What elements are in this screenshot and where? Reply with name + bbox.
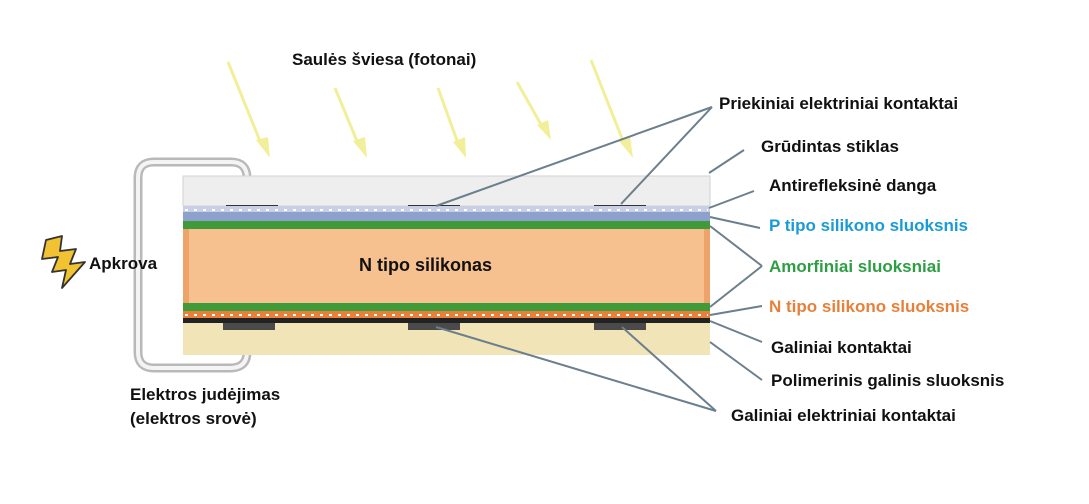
p-type-layer-label: P tipo silikono sluoksnis bbox=[769, 216, 969, 235]
n-type-silicon-layer bbox=[183, 229, 710, 303]
n-silicon-edge bbox=[704, 229, 710, 303]
sun-ray-arrow-icon bbox=[515, 81, 551, 140]
leader-antireflective bbox=[708, 190, 755, 209]
leader-polymer bbox=[709, 341, 763, 381]
leader-lines bbox=[435, 106, 763, 412]
leader-amorphous bbox=[709, 265, 763, 308]
leader-back-contacts bbox=[709, 320, 763, 343]
p-type-layer bbox=[183, 212, 710, 221]
back-electric-contact bbox=[408, 323, 460, 330]
n-type-layer-label: N tipo silikono sluoksnis bbox=[769, 297, 970, 316]
load-label: Apkrova bbox=[89, 254, 158, 273]
back-electric-contact bbox=[594, 323, 646, 330]
back-contacts-label: Galiniai kontaktai bbox=[771, 338, 912, 357]
tempered-glass-label: Grūdintas stiklas bbox=[761, 137, 899, 156]
leader-amorphous bbox=[709, 225, 763, 267]
sun-ray-arrow-icon bbox=[333, 87, 367, 158]
back-electric-contacts-label: Galiniai elektriniai kontaktai bbox=[731, 406, 956, 425]
amorphous-layer-top bbox=[183, 221, 710, 229]
sunlight-label: Saulės šviesa (fotonai) bbox=[292, 50, 477, 69]
leader-back-electric-contacts bbox=[621, 326, 717, 412]
sunlight-arrows bbox=[226, 59, 633, 158]
antireflective-label: Antirefleksinė danga bbox=[769, 176, 937, 195]
tempered-glass-layer bbox=[182, 175, 711, 207]
sun-ray-arrow-icon bbox=[226, 61, 270, 158]
sun-ray-arrow-icon bbox=[589, 59, 633, 158]
leader-front-contacts bbox=[435, 106, 713, 207]
front-contacts-label: Priekiniai elektriniai kontaktai bbox=[719, 94, 959, 113]
current-label-line1: Elektros judėjimas bbox=[130, 385, 281, 404]
n-type-silicon-label: N tipo silikonas bbox=[359, 255, 493, 275]
leader-back-electric-contacts bbox=[435, 326, 717, 412]
n-silicon-edge bbox=[183, 229, 189, 303]
sun-ray-arrow-icon bbox=[436, 87, 466, 158]
current-label-line2: (elektros srovė) bbox=[130, 409, 257, 428]
amorphous-layer-bottom bbox=[183, 303, 710, 311]
back-contact-layer bbox=[183, 318, 710, 323]
leader-p-layer bbox=[709, 216, 761, 229]
leader-n-layer bbox=[709, 305, 763, 316]
polymer-back-layer-label: Polimerinis galinis sluoksnis bbox=[771, 371, 1005, 390]
back-electric-contact bbox=[223, 323, 275, 330]
leader-front-contacts bbox=[620, 106, 713, 205]
leader-tempered-glass bbox=[708, 149, 745, 174]
amorphous-layers-label: Amorfiniai sluoksniai bbox=[769, 257, 941, 276]
lightning-bolt-icon bbox=[41, 235, 86, 289]
